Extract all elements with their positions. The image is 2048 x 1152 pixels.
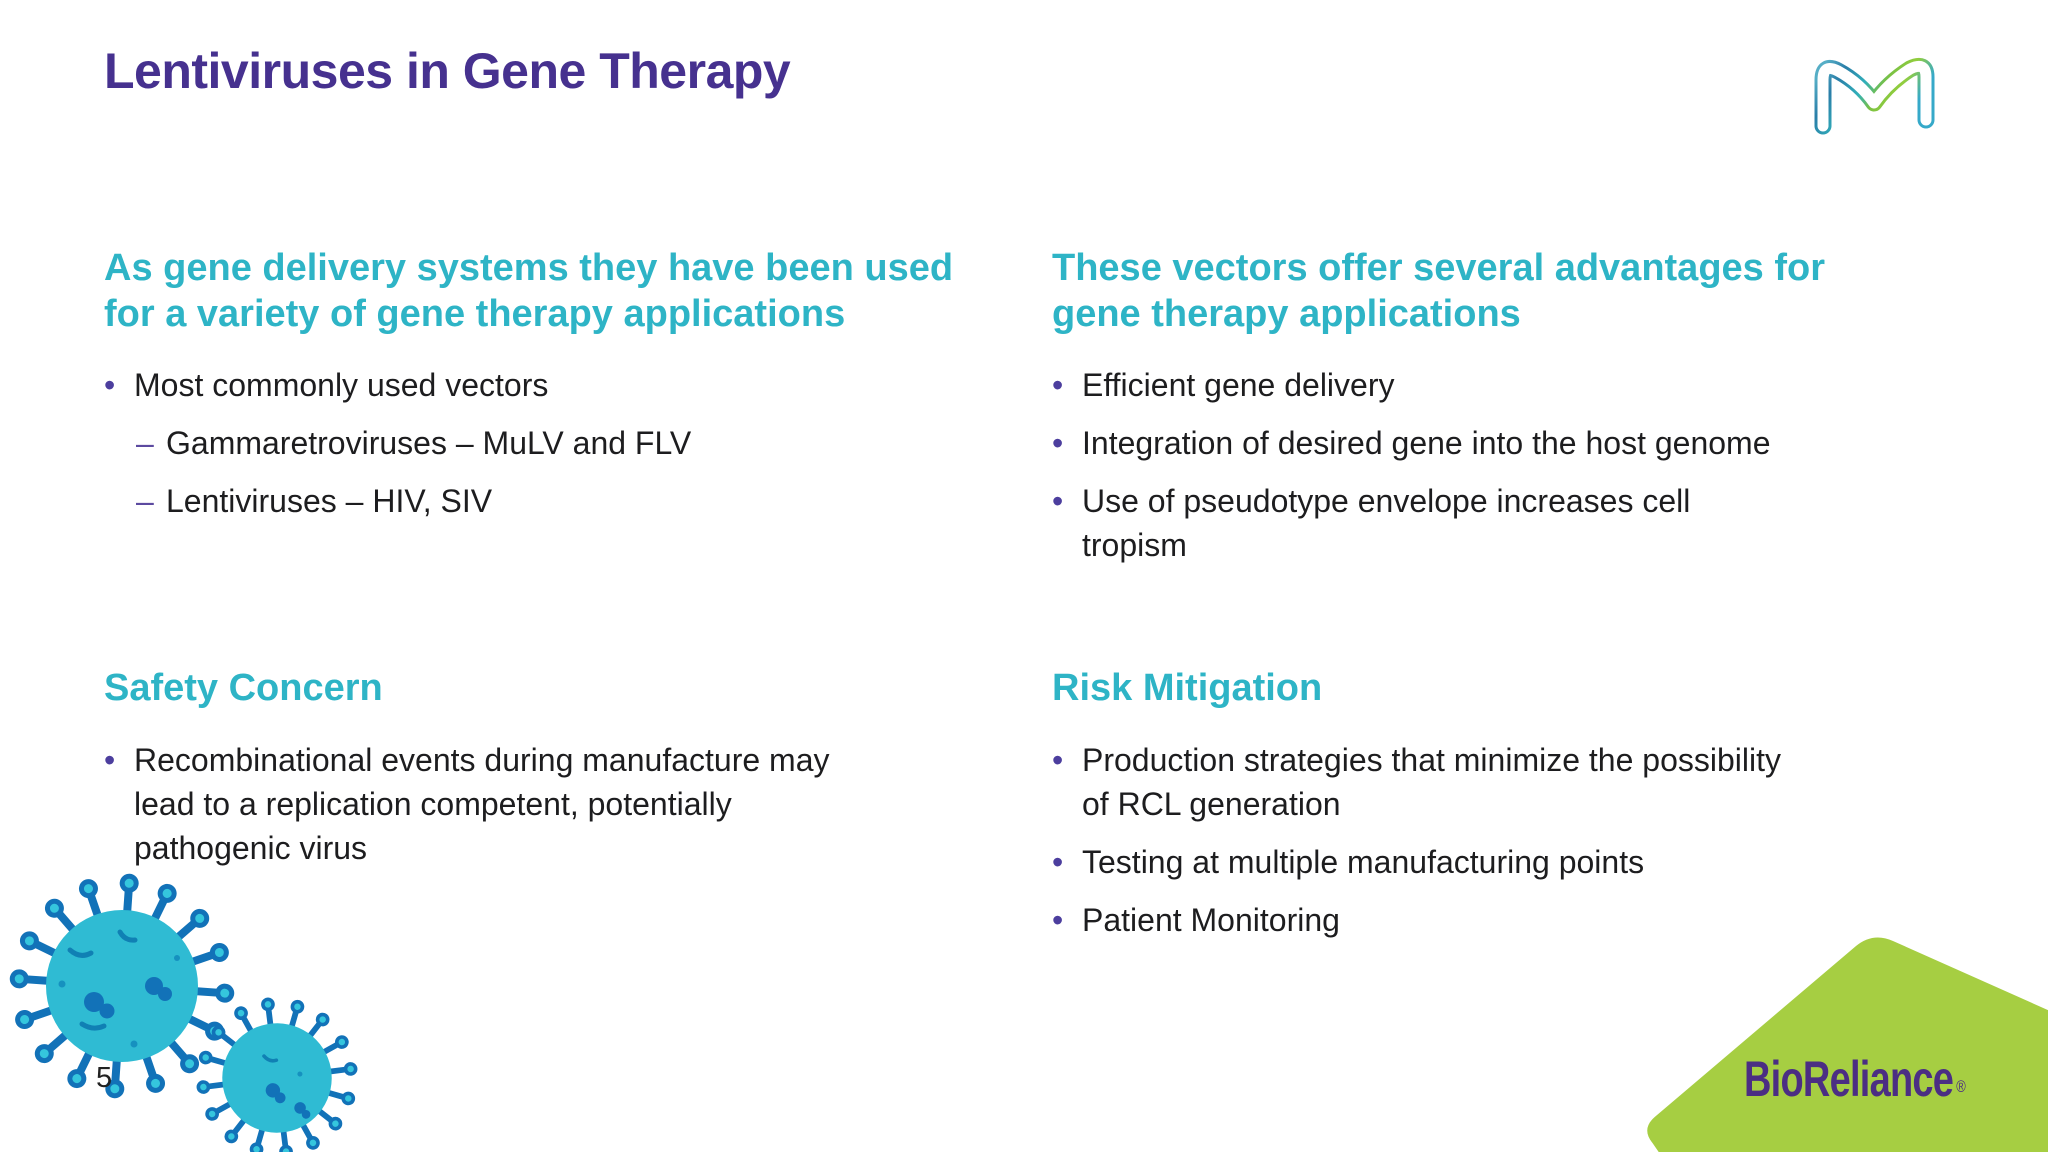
bullet-text: Most commonly used vectors bbox=[134, 367, 549, 404]
virus-large bbox=[9, 873, 235, 1099]
list-item: • Efficient gene delivery bbox=[1052, 363, 1962, 407]
section-risk-mitigation: Risk Mitigation • Production strategies … bbox=[1052, 666, 2002, 956]
section-gene-delivery: As gene delivery systems they have been … bbox=[104, 246, 1044, 537]
section-vector-advantages: These vectors offer several advantages f… bbox=[1052, 246, 1962, 581]
bullet-marker: • bbox=[1052, 741, 1064, 778]
bullet-text: Efficient gene delivery bbox=[1082, 367, 1395, 404]
dash-marker: – bbox=[136, 425, 154, 462]
page-number: 5 bbox=[96, 1062, 113, 1094]
list-item: • Production strategies that minimize th… bbox=[1052, 738, 2002, 826]
bioreliance-wordmark: BioReliance bbox=[1744, 1051, 1954, 1107]
section-heading: These vectors offer several advantages f… bbox=[1052, 247, 1826, 335]
list-item: • Integration of desired gene into the h… bbox=[1052, 421, 1962, 465]
list-item: • Most commonly used vectors bbox=[104, 363, 1044, 407]
bullet-marker: • bbox=[1052, 425, 1064, 462]
bullet-text: Testing at multiple manufacturing points bbox=[1082, 843, 1645, 880]
registered-trademark-symbol: ® bbox=[1956, 1077, 1966, 1096]
dash-marker: – bbox=[136, 483, 154, 520]
bioreliance-banner-shape bbox=[1647, 937, 2048, 1152]
list-item-sub: – Lentiviruses – HIV, SIV bbox=[136, 479, 1044, 523]
bullet-marker: • bbox=[1052, 483, 1064, 520]
virus-particle-illustration-icon bbox=[0, 858, 410, 1152]
bullet-marker: • bbox=[1052, 901, 1064, 938]
list-item-sub: – Gammaretroviruses – MuLV and FLV bbox=[136, 421, 1044, 465]
list-item: • Use of pseudotype envelope increases c… bbox=[1052, 479, 1962, 567]
bullet-text: Integration of desired gene into the hos… bbox=[1082, 425, 1771, 462]
bullet-marker: • bbox=[104, 741, 116, 778]
bullet-text: Patient Monitoring bbox=[1082, 901, 1340, 938]
bioreliance-logo: BioReliance® bbox=[1744, 1050, 1966, 1108]
merck-m-logo-icon bbox=[1814, 57, 1935, 135]
list-item: • Testing at multiple manufacturing poin… bbox=[1052, 840, 2002, 884]
bullet-text: Recombinational events during manufactur… bbox=[134, 741, 830, 866]
bullet-text: Use of pseudotype envelope increases cel… bbox=[1082, 483, 1691, 564]
section-heading: Safety Concern bbox=[104, 667, 383, 709]
bullet-text: Production strategies that minimize the … bbox=[1082, 741, 1781, 822]
list-item: • Patient Monitoring bbox=[1052, 898, 2002, 942]
bullet-marker: • bbox=[104, 367, 116, 404]
section-heading: Risk Mitigation bbox=[1052, 667, 1323, 709]
section-heading: As gene delivery systems they have been … bbox=[104, 247, 954, 335]
list-item: • Recombinational events during manufact… bbox=[104, 738, 1034, 870]
bullet-marker: • bbox=[1052, 367, 1064, 404]
bullet-text: Gammaretroviruses – MuLV and FLV bbox=[166, 425, 692, 462]
virus-small bbox=[181, 982, 374, 1152]
section-safety-concern: Safety Concern • Recombinational events … bbox=[104, 666, 1034, 884]
bullet-marker: • bbox=[1052, 843, 1064, 880]
bullet-text: Lentiviruses – HIV, SIV bbox=[166, 483, 493, 520]
page-title: Lentiviruses in Gene Therapy bbox=[104, 43, 791, 99]
